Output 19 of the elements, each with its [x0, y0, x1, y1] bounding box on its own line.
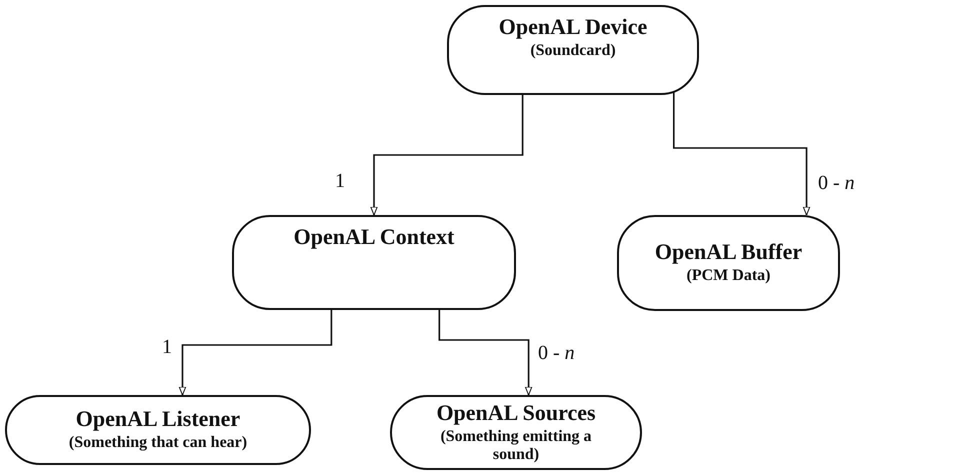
node-subtitle: (Something that can hear): [68, 434, 248, 453]
node-title: OpenAL Listener: [76, 407, 240, 432]
connector-arrow: [178, 310, 332, 396]
node-subtitle: (Something emitting a sound): [439, 428, 593, 464]
node-title: OpenAL Buffer: [654, 240, 802, 264]
connector-arrow: [370, 95, 524, 216]
multiplicity-label: 0 - n: [818, 172, 855, 195]
rounded-node: [447, 5, 699, 95]
node-title: OpenAL Device: [498, 15, 648, 40]
rounded-node: [617, 215, 840, 311]
multiplicity-label: 1: [335, 170, 345, 193]
node-title: OpenAL Context: [294, 225, 454, 250]
multiplicity-label: 0 - n: [538, 342, 575, 365]
connector-arrow: [438, 310, 532, 396]
node-title: OpenAL Sources: [436, 400, 596, 425]
node-subtitle: (PCM Data): [686, 267, 770, 286]
multiplicity-label: 1: [162, 336, 172, 359]
node-subtitle: (Soundcard): [530, 42, 616, 61]
rounded-node: [232, 215, 516, 310]
